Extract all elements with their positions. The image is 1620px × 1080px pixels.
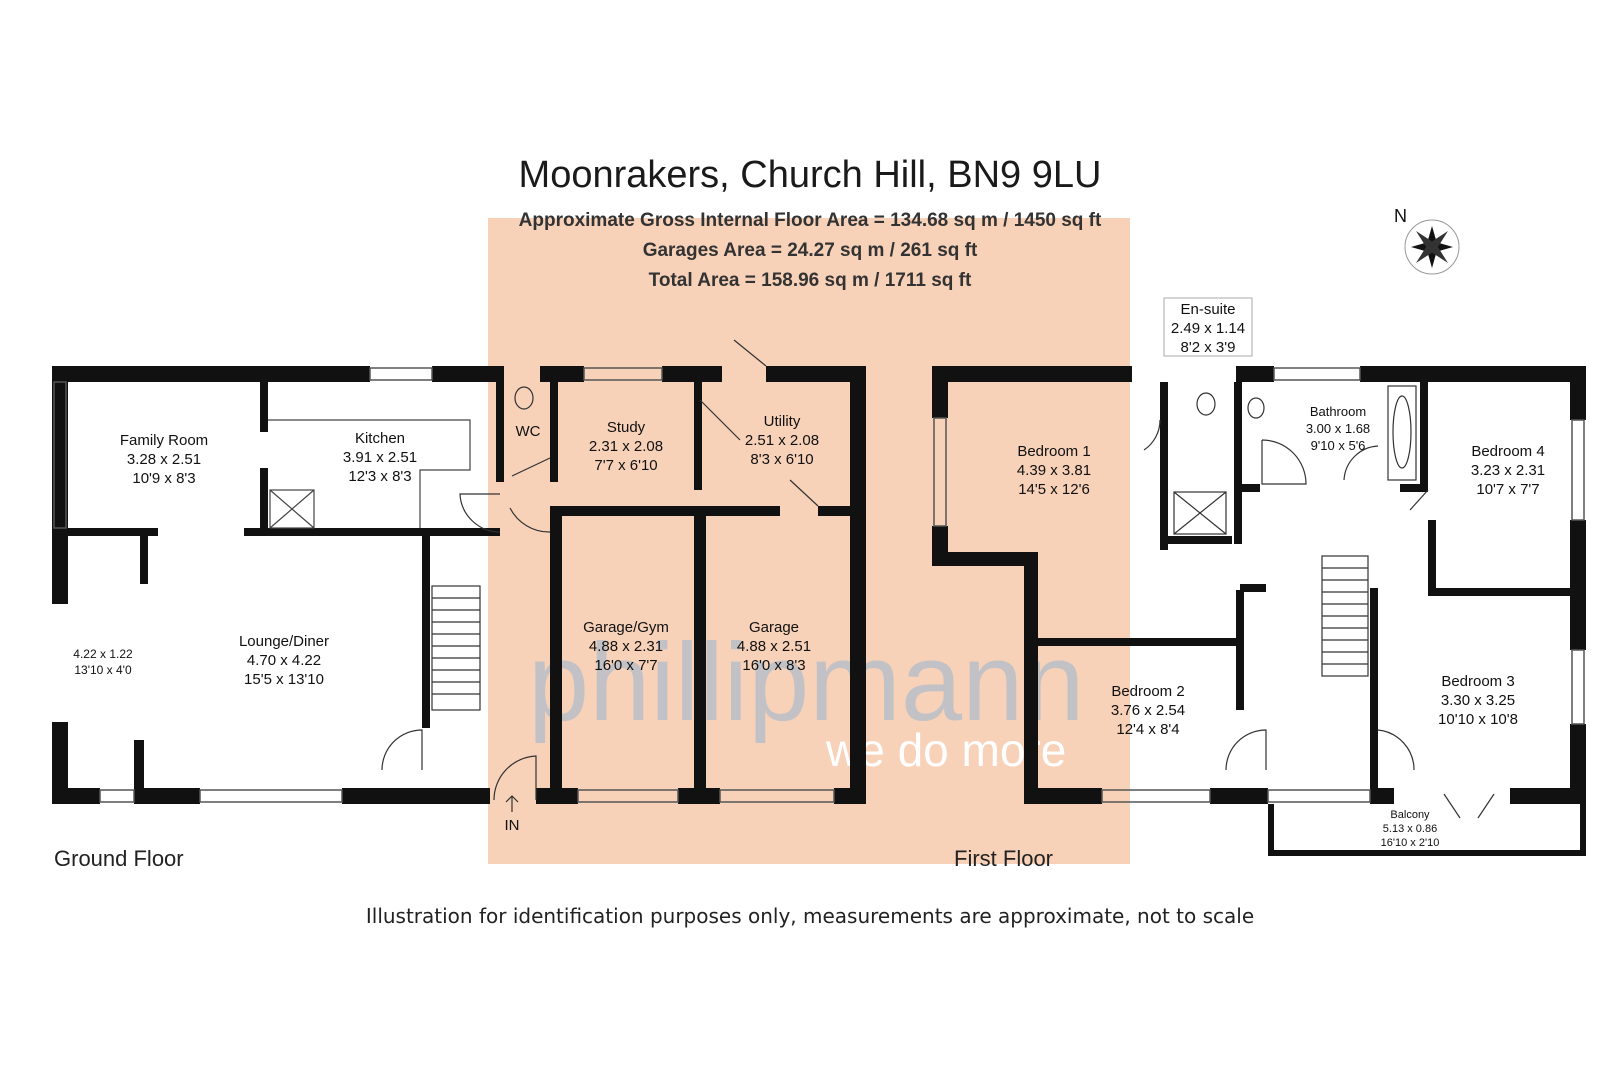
garage-gym-imperial: 16'0 x 7'7 bbox=[594, 657, 657, 674]
utility-metric: 2.51 x 2.08 bbox=[745, 432, 819, 449]
bathroom-metric: 3.00 x 1.68 bbox=[1306, 421, 1370, 436]
garage-name: Garage bbox=[749, 619, 799, 636]
study-imperial: 7'7 x 6'10 bbox=[594, 457, 657, 474]
highlight-overlay bbox=[488, 218, 1130, 864]
conservatory-metric: 4.22 x 1.22 bbox=[73, 647, 133, 661]
kitchen-imperial: 12'3 x 8'3 bbox=[348, 468, 411, 485]
bedroom4-name: Bedroom 4 bbox=[1471, 443, 1544, 460]
bedroom2-imperial: 12'4 x 8'4 bbox=[1116, 721, 1179, 738]
entrance-arrow-icon bbox=[505, 795, 519, 812]
kitchen-metric: 3.91 x 2.51 bbox=[343, 449, 417, 466]
bedroom4-imperial: 10'7 x 7'7 bbox=[1476, 481, 1539, 498]
wc-name: WC bbox=[516, 423, 541, 440]
ground-floor-windows bbox=[53, 367, 835, 803]
kitchen-units bbox=[268, 419, 471, 529]
bathroom-name: Bathroom bbox=[1310, 404, 1366, 419]
ensuite-name: En-suite bbox=[1180, 301, 1235, 318]
ensuite-metric: 2.49 x 1.14 bbox=[1171, 320, 1245, 337]
balcony-metric: 5.13 x 0.86 bbox=[1383, 823, 1437, 835]
study-name: Study bbox=[607, 419, 646, 436]
family-room-metric: 3.28 x 2.51 bbox=[127, 451, 201, 468]
bedroom3-name: Bedroom 3 bbox=[1441, 673, 1514, 690]
balcony-name: Balcony bbox=[1390, 809, 1430, 821]
bedroom3-imperial: 10'10 x 10'8 bbox=[1438, 711, 1518, 728]
garage-gym-metric: 4.88 x 2.31 bbox=[589, 638, 663, 655]
garage-imperial: 16'0 x 8'3 bbox=[742, 657, 805, 674]
bedroom2-name: Bedroom 2 bbox=[1111, 683, 1184, 700]
bedroom3-metric: 3.30 x 3.25 bbox=[1441, 692, 1515, 709]
ground-stairs bbox=[431, 585, 481, 711]
page-title: Moonrakers, Church Hill, BN9 9LU bbox=[518, 154, 1102, 196]
first-floor-label: First Floor bbox=[954, 846, 1053, 871]
first-floor-windows bbox=[933, 367, 1585, 803]
compass-north-label: N bbox=[1394, 206, 1407, 226]
first-floor-walls bbox=[932, 366, 1586, 856]
disclaimer-text: Illustration for identification purposes… bbox=[365, 904, 1255, 928]
wc-toilet-icon bbox=[514, 386, 534, 410]
family-room-name: Family Room bbox=[120, 432, 208, 449]
family-room-imperial: 10'9 x 8'3 bbox=[132, 470, 195, 487]
lounge-metric: 4.70 x 4.22 bbox=[247, 652, 321, 669]
garages-area: Garages Area = 24.27 sq m / 261 sq ft bbox=[642, 240, 978, 261]
bedroom1-metric: 4.39 x 3.81 bbox=[1017, 462, 1091, 479]
bathroom-imperial: 9'10 x 5'6 bbox=[1311, 438, 1366, 453]
ensuite-imperial: 8'2 x 3'9 bbox=[1181, 339, 1236, 356]
study-metric: 2.31 x 2.08 bbox=[589, 438, 663, 455]
ground-floor-label: Ground Floor bbox=[54, 846, 184, 871]
lounge-imperial: 15'5 x 13'10 bbox=[244, 671, 324, 688]
utility-name: Utility bbox=[764, 413, 801, 430]
lounge-name: Lounge/Diner bbox=[239, 633, 329, 650]
ground-doors bbox=[381, 339, 819, 801]
utility-imperial: 8'3 x 6'10 bbox=[750, 451, 813, 468]
watermark-brand: phillipmann bbox=[528, 621, 1084, 744]
total-area: Total Area = 158.96 sq m / 1711 sq ft bbox=[648, 270, 972, 291]
bedroom1-name: Bedroom 1 bbox=[1017, 443, 1090, 460]
bedroom1-imperial: 14'5 x 12'6 bbox=[1018, 481, 1090, 498]
first-floor-fittings bbox=[1143, 385, 1495, 819]
ensuite-label-box bbox=[1163, 297, 1253, 357]
bedroom4-metric: 3.23 x 2.31 bbox=[1471, 462, 1545, 479]
ground-floor-walls bbox=[52, 366, 866, 804]
bedroom2-metric: 3.76 x 2.54 bbox=[1111, 702, 1185, 719]
gross-internal-area: Approximate Gross Internal Floor Area = … bbox=[518, 210, 1102, 231]
kitchen-name: Kitchen bbox=[355, 430, 405, 447]
garage-gym-name: Garage/Gym bbox=[583, 619, 669, 636]
compass-icon bbox=[1404, 219, 1460, 275]
garage-metric: 4.88 x 2.51 bbox=[737, 638, 811, 655]
balcony-imperial: 16'10 x 2'10 bbox=[1381, 837, 1440, 849]
conservatory-imperial: 13'10 x 4'0 bbox=[74, 663, 132, 677]
entrance-label: IN bbox=[505, 817, 520, 834]
